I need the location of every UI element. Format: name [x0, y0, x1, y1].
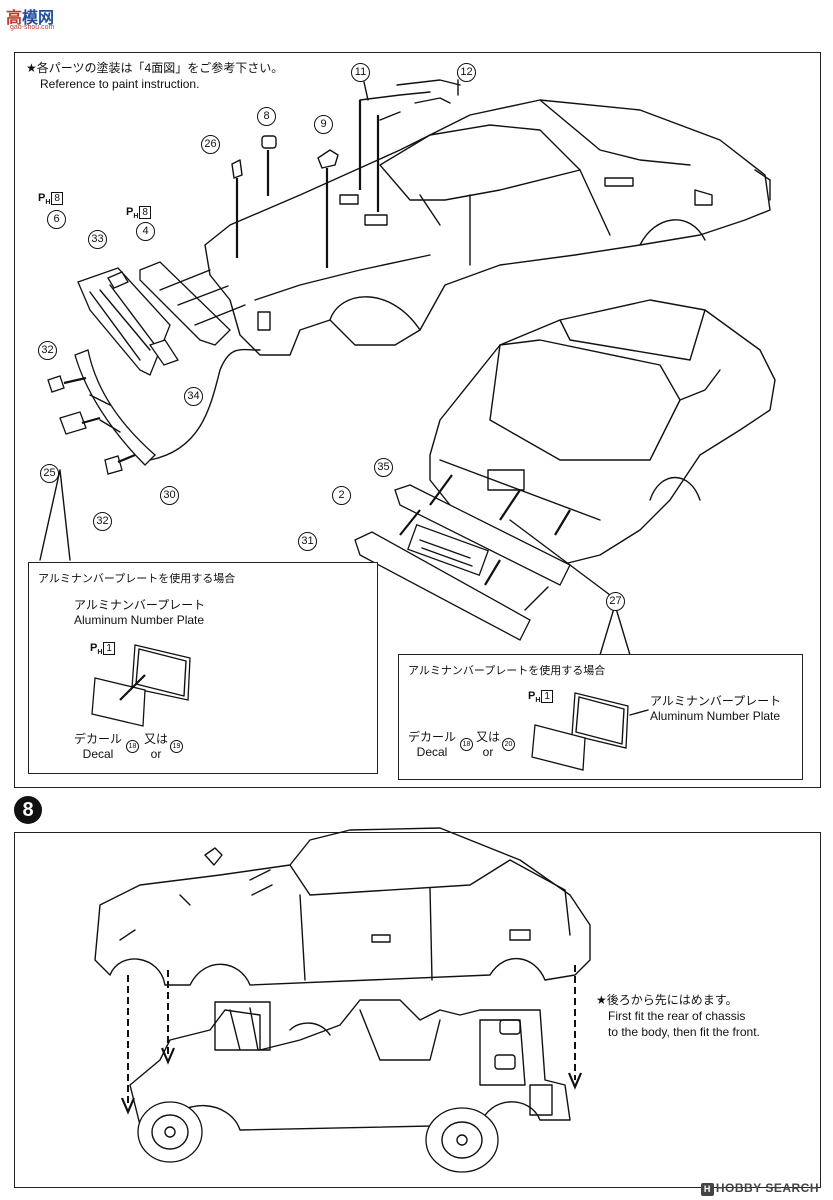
inset-left-paint-num: 1 [103, 642, 115, 655]
step-8-badge: 8 [14, 796, 42, 824]
part-number-2: 2 [332, 486, 351, 505]
part-number-35: 35 [374, 458, 393, 477]
part-number-8: 8 [257, 107, 276, 126]
inset-left-paint-prefix: P [90, 642, 98, 654]
part-number-25: 25 [40, 464, 59, 483]
inset-right-plate-en: Aluminum Number Plate [650, 709, 781, 723]
hobby-search-text: HOBBY SEARCH [715, 1181, 819, 1195]
inset-left-plate-label: アルミナンバープレート Aluminum Number Plate [74, 596, 205, 627]
inset-right-decal-jp: デカール [408, 730, 457, 744]
step8-chassis [129, 999, 571, 1131]
car-body-front-view [204, 99, 771, 356]
inset-left-decal-label: デカール Decal [74, 730, 122, 761]
part-number-11: 11 [351, 63, 370, 82]
part-number-4: 4 [136, 222, 155, 241]
inset-right-or-jp: 又は [476, 730, 501, 744]
inset-right-decal-label: デカール Decal [408, 728, 456, 759]
part-number-27: 27 [606, 592, 625, 611]
part-number-30: 30 [160, 486, 179, 505]
inset-left-decal-jp: デカール [74, 732, 123, 746]
logo-text-a: 高 [6, 10, 23, 27]
step8-note: ★後ろから先にはめます。 First fit the rear of chass… [596, 992, 760, 1040]
grille-part-6 [77, 267, 171, 376]
paint-code-a-num: 8 [51, 192, 63, 205]
inset-right-decal-b: 20 [502, 738, 515, 751]
inset-right-decal-en: Decal [416, 745, 448, 759]
inset-right-plate-label: アルミナンバープレート Aluminum Number Plate [650, 692, 781, 723]
step8-wheels [137, 1101, 499, 1173]
inset-left-decal-b: 19 [170, 740, 183, 753]
paint-code-b-sub: H [133, 213, 139, 221]
wiper-parts [359, 79, 461, 121]
part-number-6: 6 [47, 210, 66, 229]
part-number-34: 34 [184, 387, 203, 406]
part-number-9: 9 [314, 115, 333, 134]
step7-illustration [39, 79, 776, 656]
paint-note-en: Reference to paint instruction. [40, 77, 200, 91]
hobby-search-icon: H [700, 1183, 714, 1196]
inset-left-or: 又は or [144, 730, 168, 761]
inset-left-plate-en: Aluminum Number Plate [74, 613, 205, 627]
logo-url: gao-shou.com [10, 24, 55, 31]
inset-right-paint-prefix: P [528, 690, 536, 702]
inset-left [28, 562, 378, 774]
part-number-26: 26 [201, 135, 220, 154]
inset-left-decal-a: 18 [126, 740, 139, 753]
paint-code-a-sub: H [45, 199, 51, 207]
inset-left-paint-sub: H [97, 649, 103, 657]
inset-left-or-en: or [150, 747, 162, 761]
part-number-12: 12 [457, 63, 476, 82]
inset-left-decal-en: Decal [82, 747, 114, 761]
part-number-31: 31 [298, 532, 317, 551]
site-logo: 高模网 [6, 4, 54, 28]
paint-note: ★各パーツの塗装は「4面図」をご参考下さい。 Reference to pain… [26, 60, 283, 92]
inset-right-paint-num: 1 [541, 690, 553, 703]
inset-left-title: アルミナンバープレートを使用する場合 [38, 573, 236, 585]
inset-right-title: アルミナンバープレートを使用する場合 [408, 665, 606, 677]
paint-code-b-prefix: P [126, 206, 134, 218]
part-number-33: 33 [88, 230, 107, 249]
paint-code-a-prefix: P [38, 192, 46, 204]
inset-right-or-en: or [482, 745, 494, 759]
inset-left-plate-jp: アルミナンバープレート [74, 598, 206, 612]
paint-code-b-num: 8 [139, 206, 151, 219]
logo-text-b: 模网 [22, 10, 55, 27]
inset-right-drawing [531, 692, 649, 771]
inset-right-or: 又は or [476, 728, 500, 759]
step8-note-jp: ★後ろから先にはめます。 [596, 993, 738, 1007]
step8-note-en-1: First fit the rear of chassis [608, 1009, 746, 1023]
step8-car-body [94, 827, 591, 986]
inset-right-decal-a: 18 [460, 738, 473, 751]
inset-right-paint-sub: H [535, 697, 541, 705]
front-bumper-part-30 [74, 349, 156, 466]
inset-left-or-jp: 又は [144, 732, 169, 746]
part-number-32b: 32 [93, 512, 112, 531]
step8-note-en-2: to the body, then fit the front. [608, 1025, 760, 1039]
inset-right-plate-jp: アルミナンバープレート [650, 694, 782, 708]
inset-left-drawing [91, 644, 191, 727]
paint-note-jp: ★各パーツの塗装は「4面図」をご参考下さい。 [26, 61, 284, 75]
part-number-32a: 32 [38, 341, 57, 360]
